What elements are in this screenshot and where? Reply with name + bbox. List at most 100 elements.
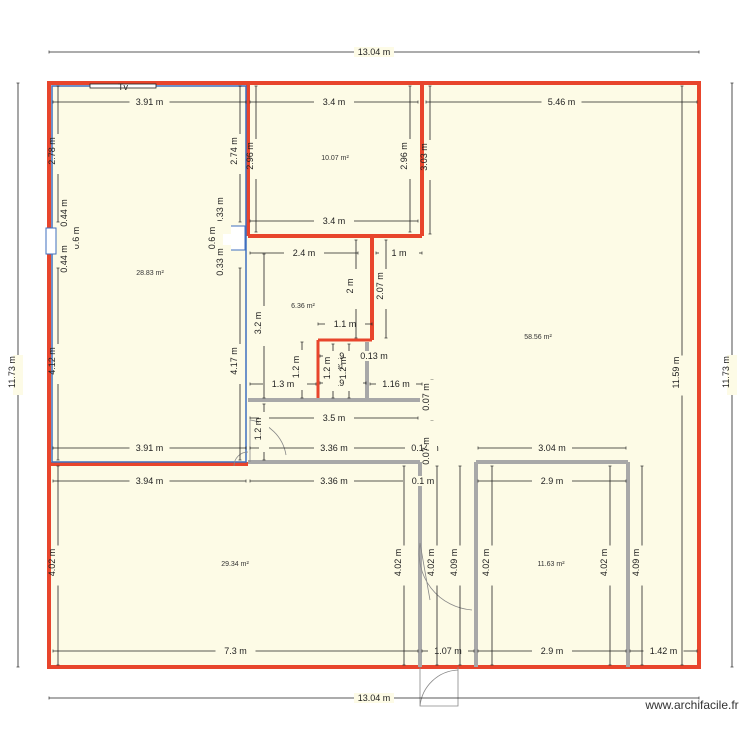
dimension-label: 4.17 m [229,347,239,375]
dimension-label: 13.04 m [358,47,391,57]
dimension-label-bg [727,355,737,395]
dimension-h-274: 2.74 m [229,85,245,223]
dimension-w-29-bot: 2.9 m [477,646,627,656]
dimension-h-278: 2.78 m [47,85,63,223]
dimension-label-bg [344,351,354,391]
dimension-label-bg [323,378,363,388]
dimension-w-013: 0.13 m [354,351,394,361]
dimension-label: 11.73 m [7,356,17,388]
dimension-label: 0.1 m [412,476,435,486]
dimension-label: 1.3 m [272,379,295,389]
tv-label: Tv [118,82,128,92]
dimension-overall-top: 13.04 m [48,47,700,57]
dimension-label-bg [643,646,684,656]
dimension-w-34-top: 3.4 m [249,97,419,107]
dimension-label: 0.14 m [411,443,439,453]
dimension-overall-right: 11.73 m [721,82,737,668]
dimension-label: 3.91 m [136,97,164,107]
dimension-label-bg [53,134,63,174]
dimension-label-bg [354,47,394,57]
dimension-w-116: 1.16 m [369,379,423,389]
dimension-h-12-c: 1.2 m [338,343,354,399]
dimension-label: 3.36 m [320,476,348,486]
dimension-label: 2.78 m [47,137,57,165]
dimension-label: 2.4 m [293,248,316,258]
dimension-h-007-b: 0.07 m [421,434,437,474]
dimension-label-bg [65,196,75,236]
dimension-w-09b: 0.9 m [319,378,367,388]
dimension-w-304: 3.04 m [477,443,627,453]
dimension-label: 4.09 m [631,549,641,577]
dimension-label: 3.94 m [136,476,164,486]
dimension-label: 11.59 m [671,357,681,389]
dimension-label: 3.4 m [323,97,346,107]
dimension-h-1159: 11.59 m [671,85,687,666]
dimension-label: 3.03 m [419,143,429,171]
dimension-label-bg [263,379,303,389]
dimension-label: 1.1 m [334,319,357,329]
dimension-label-bg [314,97,354,107]
area-corridor: 6.36 m² [291,303,315,310]
dimension-label: 0.9 m [332,351,355,361]
dimension-label: 2 m [345,278,355,293]
dimension-label-bg [53,545,63,586]
dimension-h-417: 4.17 m [229,267,245,461]
dimension-label: 1.2 m [338,357,348,380]
dimension-h-412: 4.12 m [47,267,63,461]
dimension-label: 0.6 m [71,227,81,250]
dimension-w-336-b: 3.36 m [249,476,419,486]
dimension-h-303: 3.03 m [419,85,435,235]
dimension-label-bg [432,545,442,586]
dimension-label-bg [351,269,361,309]
window-left [45,227,57,255]
dimension-label: 4.02 m [599,549,609,577]
dimension-overall-left: 11.73 m [7,82,23,668]
dimension-label: 2.9 m [541,646,564,656]
dimension-label-bg [532,443,572,453]
dimension-w-29-top: 2.9 m [477,476,627,486]
dimension-label-bg [129,97,170,107]
dimension-label: 0.13 m [360,351,388,361]
dimension-label: 4.02 m [47,549,57,577]
dimension-label: 5.46 m [548,97,576,107]
dimension-h-296-a: 2.96 m [245,85,261,233]
dimension-label-bg [323,351,363,361]
dimension-h-409-b: 4.09 m [631,465,647,666]
dimension-label: 2.9 m [541,476,564,486]
dimension-label-bg [428,646,468,656]
dimension-h-207: 2.07 m [375,239,391,339]
dimension-label: 0.6 m [207,227,217,250]
dimension-label: 4.02 m [481,549,491,577]
dimension-label-bg [129,476,170,486]
area-small-room: 1.91 m² [330,364,354,371]
watermark: www.archifacile.fr [644,698,738,712]
dimension-label: 4.02 m [393,549,403,577]
dimension-label-bg [314,413,354,423]
dimension-label: 3.5 m [323,413,346,423]
dimension-label-bg [235,134,245,174]
dimension-label-bg [13,355,23,395]
dimension-label: 1.2 m [322,357,332,380]
floor-fill [49,83,699,667]
dimension-label: 3.4 m [323,216,346,226]
dimension-label-bg [425,140,435,180]
dimension-label-bg [354,351,394,361]
dimension-label-bg [637,545,647,586]
dimension-w-336-a: 3.36 m [249,443,419,453]
dimension-label-bg [251,139,261,179]
dimension-label-bg [376,379,416,389]
dimension-h-033-a: 0.33 m [215,194,231,234]
dimension-label-bg [427,380,437,420]
dimension-label: 0.9 m [332,378,355,388]
dimension-label-bg [427,434,437,474]
doors [233,419,473,707]
dimension-h-296-b: 2.96 m [399,85,415,233]
dimension-label-bg [215,646,256,656]
dimension-w-546-top: 5.46 m [425,97,698,107]
dimension-w-391-top: 3.91 m [52,97,247,107]
dimension-label: 2.96 m [245,142,255,170]
dimension-label: 1.07 m [434,646,462,656]
dimension-label-bg [221,194,231,234]
dimension-label-bg [405,139,415,179]
